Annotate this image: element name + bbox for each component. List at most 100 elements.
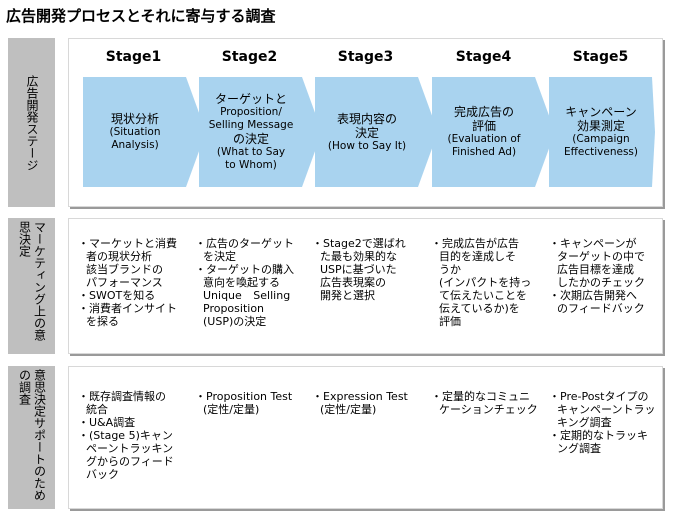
list-item: キャンペーントラッ xyxy=(557,403,656,416)
chevron-arrow-shape xyxy=(83,77,206,187)
decision-list: ・マーケットと消費 者の現状分析 該当ブランドの パフォーマンス ・SWOTを知… xyxy=(78,237,190,328)
list-item: ・消費者インサイト xyxy=(78,302,177,315)
chevron-arrow-shape xyxy=(315,77,438,187)
stage-chevron: 完成広告の 評価 (Evaluation of Finished Ad) xyxy=(432,77,555,187)
list-item: 伝えているか)を xyxy=(439,302,520,315)
list-item: Unique Selling xyxy=(203,289,291,302)
stage-chevron: キャンペーン 効果測定 (Campaign Effectiveness) xyxy=(549,77,672,187)
list-item: ・完成広告が広告 xyxy=(431,237,519,250)
list-item: 目的を達成しそ xyxy=(439,250,516,263)
list-item: ケーションチェック xyxy=(439,403,538,416)
list-item: ・Expression Test xyxy=(312,390,408,403)
row-label-decisions: マーケティング上の意思決定 xyxy=(8,218,55,354)
box-line: to Whom) xyxy=(225,159,277,171)
box-line: (Situation xyxy=(109,126,161,138)
list-item: 評価 xyxy=(439,315,461,328)
list-item: 意向を喚起する xyxy=(203,276,280,289)
list-item: て伝えたいことを xyxy=(439,289,527,302)
decision-list: ・Stage2で選ばれ た最も効果的な USPに基づいた 広告表現案の 開発と選… xyxy=(312,237,430,302)
box-line: (What to Say xyxy=(216,146,286,158)
row-label-text: マーケティング上の意思決定 xyxy=(17,221,47,341)
research-list: ・既存調査情報の 統合 ・U&A調査 ・(Stage 5)キャン ペーントラッキ… xyxy=(78,390,190,481)
list-item: グからのフィード xyxy=(86,455,174,468)
list-item: のフィードバック xyxy=(557,302,645,315)
box-line: Proposition/ xyxy=(220,106,282,118)
list-item: (定性/定量) xyxy=(320,403,377,416)
chevron-text: ターゲットと Proposition/ Selling Message の決定 … xyxy=(201,77,301,187)
stage-chevron: 現状分析 (Situation Analysis) xyxy=(83,77,206,187)
stage-chevron: ターゲットと Proposition/ Selling Message の決定 … xyxy=(199,77,322,187)
research-panel xyxy=(68,366,663,509)
list-item: た最も効果的な xyxy=(320,250,397,263)
research-list: ・Proposition Test (定性/定量) xyxy=(195,390,310,416)
page-title: 広告開発プロセスとそれに寄与する調査 xyxy=(6,7,276,25)
list-item: キング調査 xyxy=(557,416,612,429)
list-item: (USP)の決定 xyxy=(203,315,267,328)
stage-chevron: 表現内容の 決定 (How to Say It) xyxy=(315,77,438,187)
list-item: Proposition xyxy=(203,302,265,315)
box-line: Analysis) xyxy=(111,139,159,151)
list-item: 統合 xyxy=(86,403,108,416)
research-list: ・定量的なコミュニ ケーションチェック xyxy=(431,390,549,416)
list-item: 該当ブランドの xyxy=(86,263,163,276)
box-line: 完成広告の xyxy=(453,105,514,119)
list-item: うか xyxy=(439,263,461,276)
decisions-panel xyxy=(68,218,663,354)
stage-header: Stage3 xyxy=(337,49,394,65)
decision-list: ・キャンペーンが ターゲットの中で 広告目標を達成 したかのチェック ・次期広告… xyxy=(549,237,661,315)
list-item: USPに基づいた xyxy=(320,263,397,276)
box-line: (How to Say It) xyxy=(327,139,407,152)
box-line: (Campaign xyxy=(572,133,630,145)
list-item: ・U&A調査 xyxy=(78,416,136,429)
chevron-arrow-shape xyxy=(549,77,655,187)
list-item: (定性/定量) xyxy=(203,403,260,416)
list-item: 者の現状分析 xyxy=(86,250,152,263)
decision-list: ・完成広告が広告 目的を達成しそ うか (インパクトを持っ て伝えたいことを 伝… xyxy=(431,237,549,328)
chevron-arrow-shape xyxy=(199,77,322,187)
box-line: の決定 xyxy=(232,132,269,146)
box-line: キャンペーン xyxy=(565,105,637,119)
list-item: ・Stage2で選ばれ xyxy=(312,237,406,250)
box-line: 現状分析 xyxy=(110,112,159,126)
box-line: 表現内容の xyxy=(336,111,397,126)
list-item: ・次期広告開発へ xyxy=(549,289,637,302)
box-line: Effectiveness) xyxy=(564,146,638,158)
box-line: Selling Message xyxy=(208,119,294,131)
decision-list: ・広告のターゲット を決定 ・ターゲットの購入 意向を喚起する Unique S… xyxy=(195,237,310,328)
box-line: Finished Ad) xyxy=(451,146,517,158)
list-item: ・定期的なトラッキ xyxy=(549,429,648,442)
chevron-text: 完成広告の 評価 (Evaluation of Finished Ad) xyxy=(434,77,534,187)
stage-header: Stage5 xyxy=(572,49,629,65)
list-item: ング調査 xyxy=(557,442,601,455)
list-item: ・(Stage 5)キャン xyxy=(78,429,173,442)
list-item: ペーントラッキン xyxy=(86,442,174,455)
list-item: バック xyxy=(86,468,119,481)
list-item: したかのチェック xyxy=(557,276,645,289)
row-label-research: 意思決定サポートのための調査 xyxy=(8,366,55,509)
stage-header: Stage4 xyxy=(455,49,512,65)
box-line: 評価 xyxy=(471,119,496,133)
list-item: ・キャンペーンが xyxy=(549,237,637,250)
box-line: (Evaluation of xyxy=(447,133,521,145)
stage-header: Stage2 xyxy=(221,49,278,65)
chevron-text: 表現内容の 決定 (How to Say It) xyxy=(317,77,417,187)
list-item: ・ターゲットの購入 xyxy=(195,263,294,276)
list-item: パフォーマンス xyxy=(86,276,163,289)
chevron-text: 現状分析 (Situation Analysis) xyxy=(85,77,185,187)
box-line: ターゲットと xyxy=(214,92,287,106)
row-label-stages: 広告開発ステージ xyxy=(8,38,55,207)
list-item: ターゲットの中で xyxy=(557,250,645,263)
row-label-text: 意思決定サポートのための調査 xyxy=(17,368,47,501)
list-item: ・マーケットと消費 xyxy=(78,237,177,250)
research-list: ・Pre-Postタイプの キャンペーントラッ キング調査 ・定期的なトラッキ … xyxy=(549,390,661,455)
list-item: 開発と選択 xyxy=(320,289,375,302)
stage-header: Stage1 xyxy=(105,49,162,65)
chevron-text: キャンペーン 効果測定 (Campaign Effectiveness) xyxy=(551,77,651,187)
list-item: を探る xyxy=(86,315,119,328)
list-item: 広告目標を達成 xyxy=(557,263,634,276)
list-item: ・Pre-Postタイプの xyxy=(549,390,649,403)
list-item: ・広告のターゲット xyxy=(195,237,294,250)
box-line: 効果測定 xyxy=(576,119,625,133)
research-list: ・Expression Test (定性/定量) xyxy=(312,390,430,416)
chevron-arrow-shape xyxy=(432,77,555,187)
